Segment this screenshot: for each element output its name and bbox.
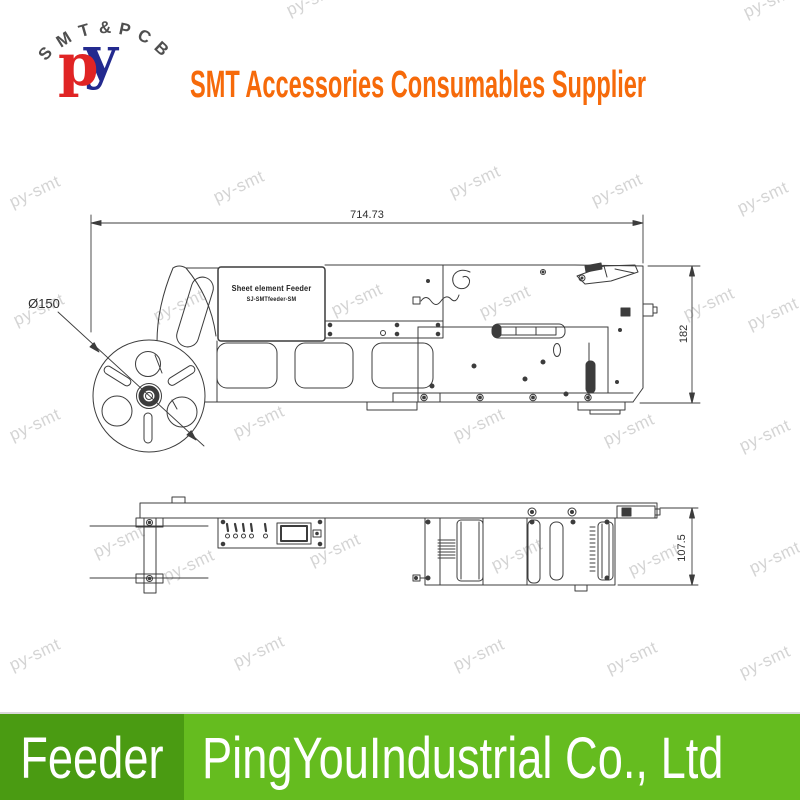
dim-height-plan: [617, 507, 699, 586]
plate-label-line2: SJ-SMTfeeder-SM: [246, 297, 297, 303]
logo-arch-letter: P: [117, 19, 133, 40]
plate-label-line1: Sheet element Feeder: [231, 284, 312, 293]
brand-tagline: SMT Accessories Consumables Supplier: [190, 64, 647, 106]
logo-arch-letter: S: [34, 43, 57, 65]
dim-height-side-label: 182: [678, 325, 690, 343]
name-plate-text: Sheet element Feeder SJ-SMTfeeder-SM: [223, 284, 320, 303]
plan-main-bar: [139, 496, 658, 519]
dim-reel-label: Ø150: [28, 296, 60, 311]
logo-letter-y: y: [84, 23, 118, 91]
plan-view: [89, 496, 661, 594]
tape-guide-hook: [412, 269, 471, 305]
reel-arm: [156, 265, 217, 348]
footer-banner: Feeder PingYouIndustrial Co., Ltd: [0, 712, 800, 800]
dimension-labels: 714.73 182 107.5 Ø150: [28, 209, 690, 562]
latch-lever: [576, 262, 639, 285]
logo: S M T & P C B y p: [0, 0, 190, 130]
dim-height-plan-label: 107.5: [676, 534, 688, 562]
dim-reel-diameter: [57, 311, 205, 447]
logo-arch-letter: C: [134, 25, 155, 48]
body-windows: [216, 342, 434, 389]
handle-slot: [491, 323, 566, 357]
screw-plate: [324, 320, 444, 339]
dim-width: [90, 214, 644, 333]
dim-width-label: 714.73: [350, 209, 384, 221]
logo-arch-letter: B: [150, 37, 173, 60]
footer-company-name: PingYouIndustrial Co., Ltd: [201, 725, 724, 791]
screws: [426, 269, 622, 397]
footer-category-label: Feeder: [20, 725, 164, 791]
dimensions: [57, 214, 701, 586]
control-panel: [217, 517, 326, 549]
side-view: [92, 262, 658, 453]
footer-category-block: Feeder: [0, 714, 184, 800]
logo-letter-p: p: [58, 31, 99, 99]
footer-company-block: PingYouIndustrial Co., Ltd: [183, 714, 800, 800]
dim-height-side: [639, 265, 701, 404]
feed-mechanism-block: [412, 505, 661, 592]
led-indicators: [225, 522, 268, 539]
bottom-rail: [366, 392, 634, 415]
name-plate: [217, 266, 326, 342]
plan-reel: [89, 517, 209, 594]
display-window: [276, 522, 312, 545]
